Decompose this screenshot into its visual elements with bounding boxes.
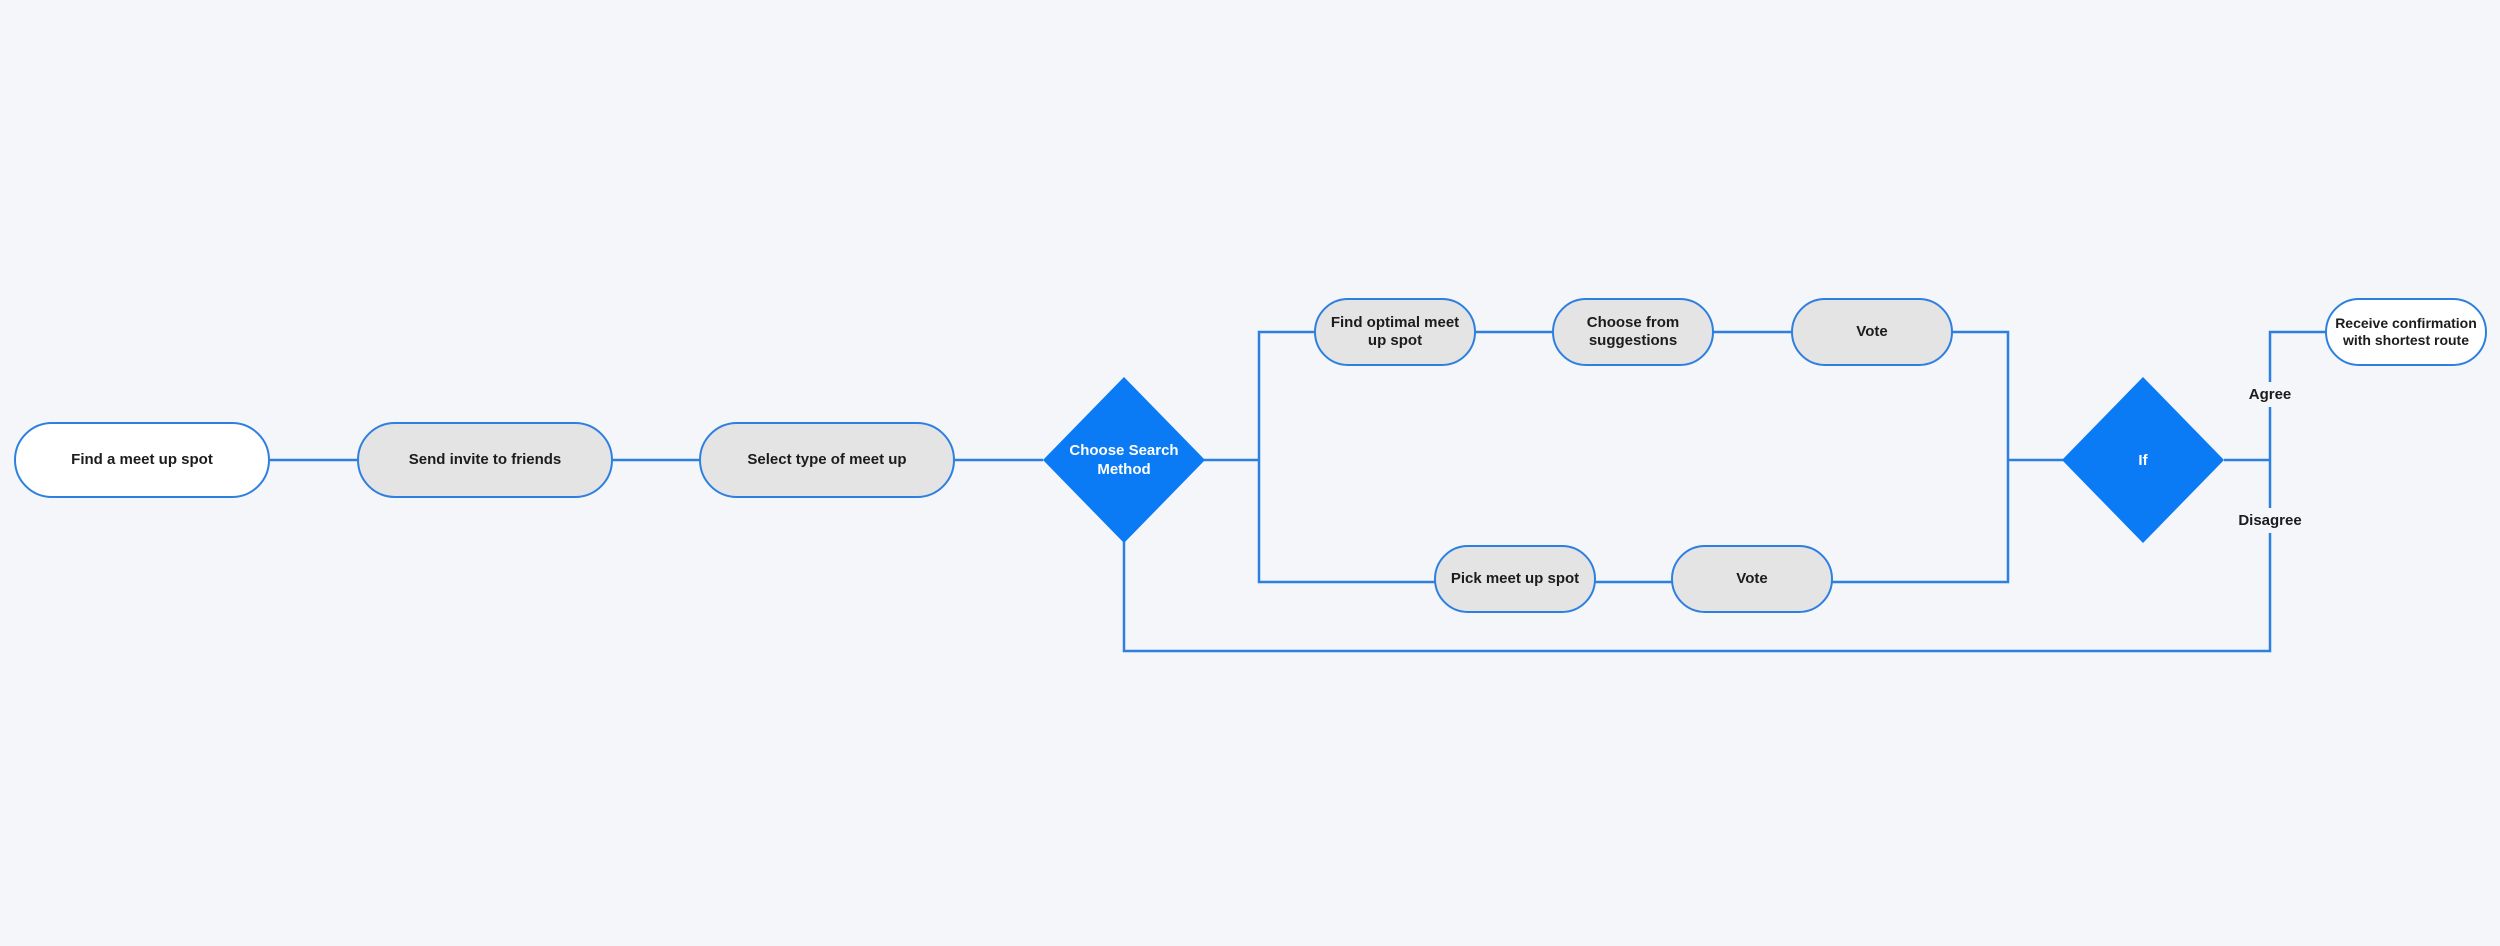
connector-branch-to-pick — [1257, 460, 1435, 584]
step-find-optimal-meet-up-spot[interactable]: Find optimal meet up spot — [1314, 298, 1476, 366]
connector-vote-to-merge — [1952, 330, 2010, 460]
step-vote-top[interactable]: Vote — [1791, 298, 1953, 366]
decision-diamond-choose-search-method[interactable] — [1043, 377, 1205, 543]
step-choose-from-suggestions[interactable]: Choose from suggestions — [1552, 298, 1714, 366]
start-node-find-meet-up-spot[interactable]: Find a meet up spot — [14, 422, 270, 498]
decision-diamond-if[interactable] — [2062, 377, 2224, 543]
edge-label-agree: Agree — [2230, 382, 2310, 407]
step-select-type-of-meet-up[interactable]: Select type of meet up — [699, 422, 955, 498]
step-pick-meet-up-spot[interactable]: Pick meet up spot — [1434, 545, 1596, 613]
connector-branch-to-optimal — [1257, 330, 1315, 460]
step-vote-bottom[interactable]: Vote — [1671, 545, 1833, 613]
end-node-receive-confirmation[interactable]: Receive confirmation with shortest route — [2325, 298, 2487, 366]
step-send-invite-to-friends[interactable]: Send invite to friends — [357, 422, 613, 498]
connector-agree-path — [2268, 330, 2326, 460]
connector-disagree-loop — [1122, 460, 2272, 653]
edge-label-disagree: Disagree — [2225, 508, 2315, 533]
connector-vote-bottom-to-merge — [1832, 460, 2010, 584]
